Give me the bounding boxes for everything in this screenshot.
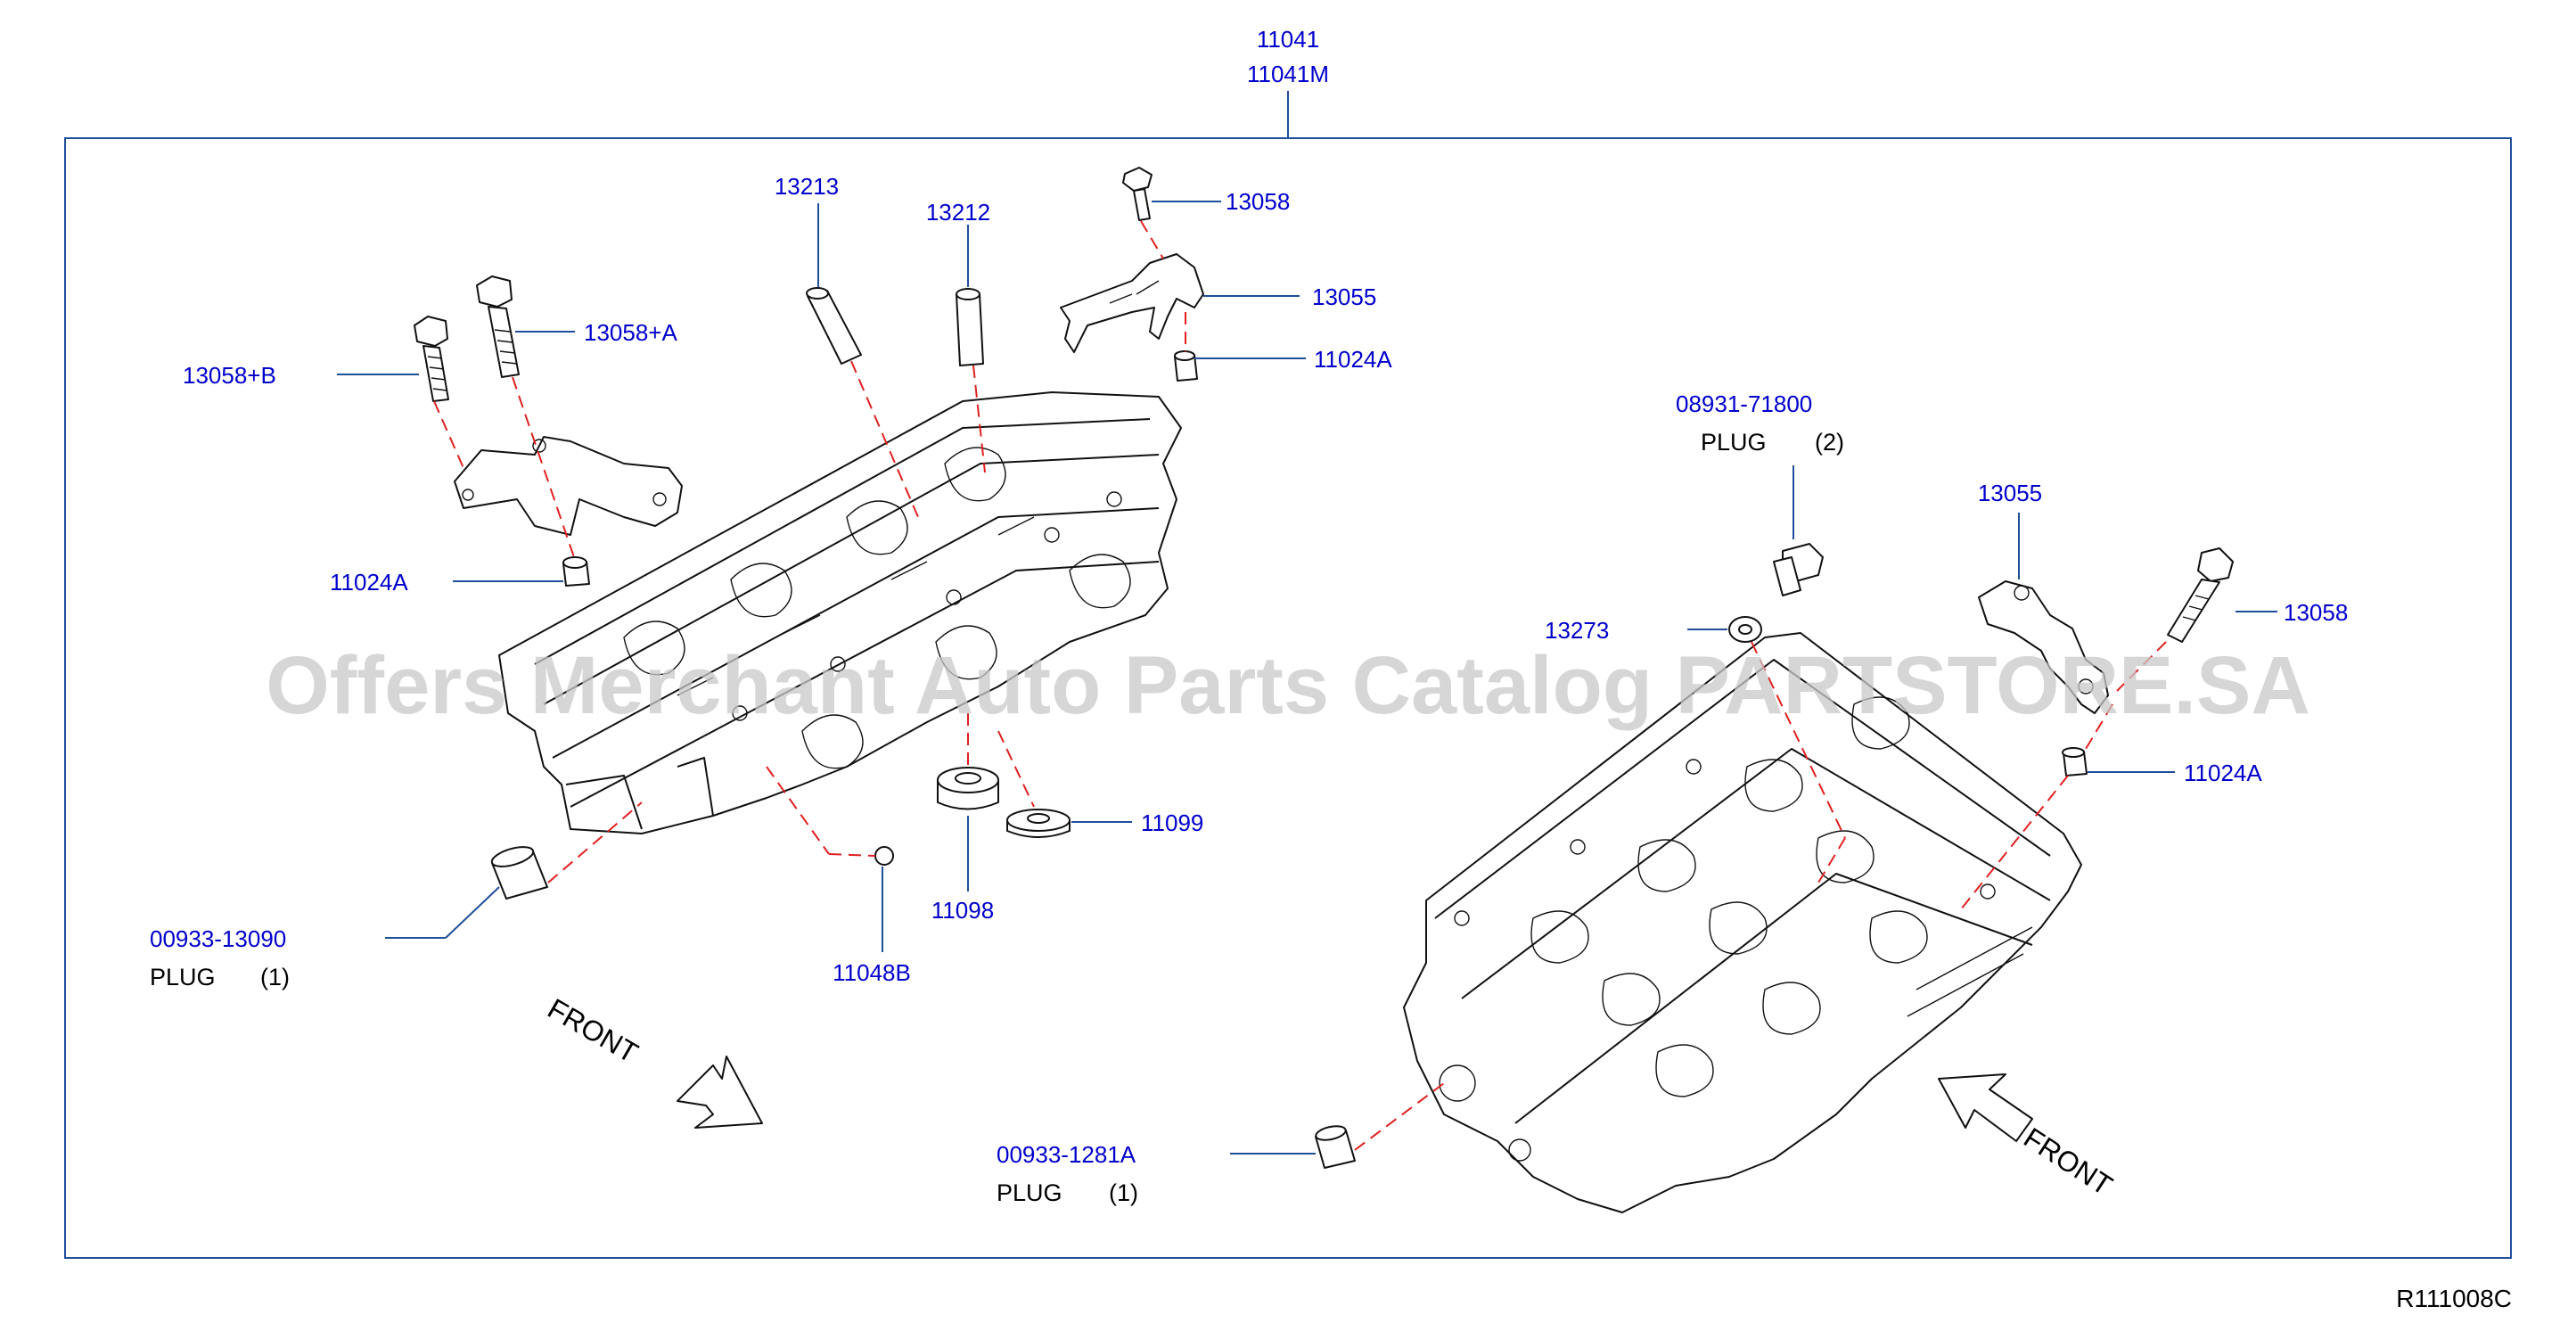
bolt-13058a	[476, 275, 520, 378]
label-13058-right: 13058	[2284, 599, 2348, 626]
front-label-right: FRONT	[2018, 1122, 2118, 1202]
plug-note-3: PLUG	[997, 1179, 1062, 1206]
bracket-13055-right	[1978, 580, 2109, 714]
label-11024a-right: 11024A	[2184, 760, 2262, 786]
label-00933-13090: 00933-13090	[150, 925, 286, 952]
label-13213: 13213	[775, 173, 839, 200]
plug-note-1: PLUG	[150, 964, 216, 990]
sleeve-11024a-right	[2062, 747, 2088, 777]
bolt-13058-right	[2167, 547, 2234, 643]
reference-code: R111008C	[2396, 1285, 2512, 1312]
left-cover-plate	[454, 436, 683, 536]
label-11024a-top: 11024A	[1314, 346, 1392, 373]
label-00933-1281a: 00933-1281A	[997, 1141, 1136, 1168]
left-guide-lines	[433, 220, 1186, 883]
label-13058-top: 13058	[1226, 188, 1290, 215]
dowel-13212	[956, 288, 984, 366]
plug-08931-71800	[1773, 543, 1824, 596]
label-13212: 13212	[926, 199, 990, 226]
front-arrow-right	[1938, 1073, 2033, 1142]
plug-qty-1: (1)	[260, 964, 290, 990]
right-cylinder-head	[1403, 632, 2082, 1213]
label-11099: 11099	[1141, 809, 1203, 836]
sleeve-11024a-left	[562, 556, 590, 587]
leader-lines	[337, 201, 2277, 1155]
plug-qty-3: (1)	[1109, 1179, 1138, 1206]
sleeve-11024a-top	[1174, 350, 1198, 382]
label-11098: 11098	[931, 897, 994, 924]
dowel-13213	[806, 287, 862, 365]
front-label-left: FRONT	[543, 992, 644, 1069]
front-arrow-left	[677, 1056, 763, 1129]
plug-note-2: PLUG	[1701, 429, 1767, 456]
label-08931-71800: 08931-71800	[1676, 390, 1812, 417]
left-cylinder-head	[498, 391, 1182, 834]
plug-00933-1281a	[1315, 1125, 1356, 1169]
seal-11099	[1006, 809, 1071, 838]
bolt-13058-top	[1122, 167, 1153, 221]
label-13058b: 13058+B	[183, 362, 276, 389]
plug-00933-13090	[490, 846, 548, 900]
plug-qty-2: (2)	[1815, 429, 1844, 456]
label-13055-left: 13055	[1312, 284, 1376, 310]
bolt-13058b	[414, 316, 449, 402]
watermark: Offers Merchant Auto Parts Catalog PARTS…	[266, 640, 2310, 731]
label-13058a: 13058+A	[584, 319, 677, 346]
bracket-13055-left	[1060, 253, 1204, 353]
assembly-number-m: 11041M	[1247, 61, 1329, 87]
assembly-number: 11041	[1257, 26, 1319, 53]
washer-13273	[1728, 616, 1762, 643]
ball-11048b	[874, 846, 894, 866]
label-13055-right: 13055	[1978, 480, 2042, 506]
label-11024a-left: 11024A	[330, 569, 408, 596]
right-guide-lines	[1354, 641, 2167, 1151]
seal-11098	[937, 767, 999, 810]
label-11048b: 11048B	[833, 959, 911, 986]
label-13273: 13273	[1545, 617, 1609, 644]
